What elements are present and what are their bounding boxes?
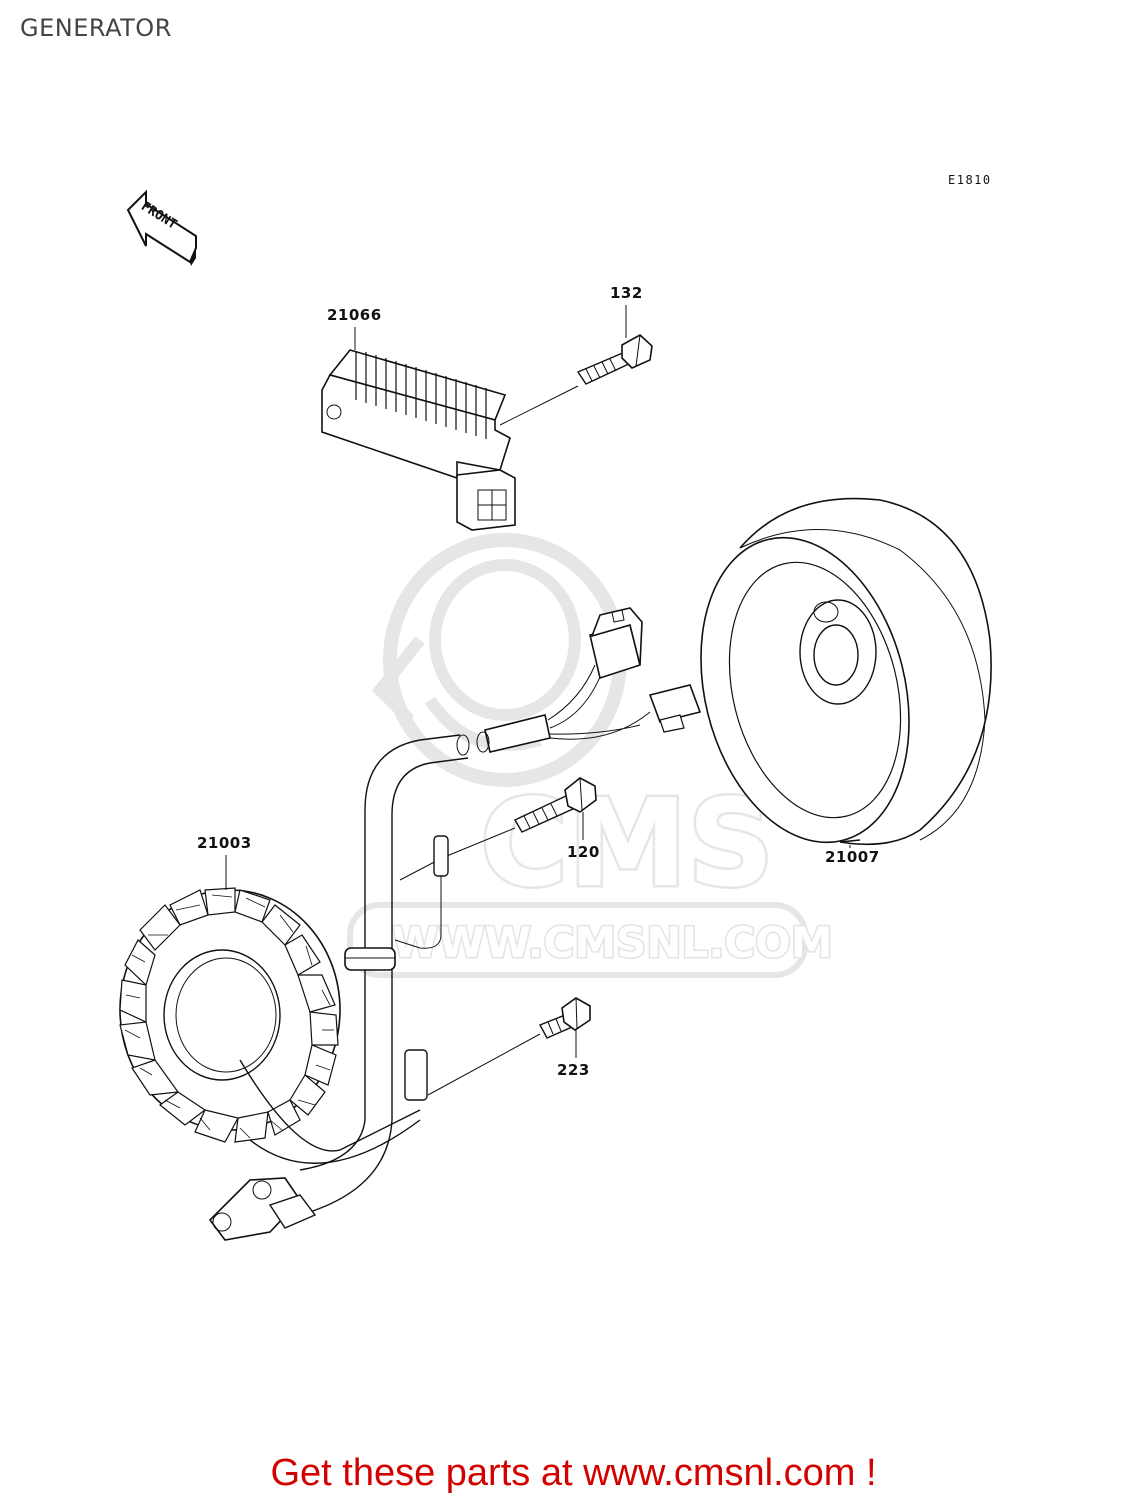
part-number-223: 223: [557, 1061, 590, 1079]
part-number-132: 132: [610, 284, 643, 302]
part-number-120: 120: [567, 843, 600, 861]
watermark-url: WWW.CMSNL.COM: [392, 918, 833, 967]
part-label-21007: 21007: [825, 845, 880, 866]
page-title: GENERATOR: [20, 14, 172, 42]
part-label-223: 223: [557, 1030, 590, 1079]
bolt-120-part: [399, 777, 597, 881]
part-label-21003: 21003: [197, 834, 252, 890]
front-arrow-icon: FRONT: [126, 189, 197, 266]
bolt-132-part: [499, 334, 653, 426]
stator-part: [119, 887, 428, 1241]
part-label-120: 120: [567, 812, 600, 861]
wiring-harness: [364, 607, 702, 1000]
part-number-21007: 21007: [825, 848, 880, 866]
rotor-part: [700, 497, 992, 846]
regulator-part: [321, 349, 516, 531]
diagram-code: E1810: [948, 173, 992, 187]
footer-link[interactable]: Get these parts at www.cmsnl.com !: [270, 1452, 877, 1494]
part-number-21066: 21066: [327, 306, 382, 324]
watermark-brand: CMS: [480, 775, 774, 914]
bolt-223-part: [427, 997, 591, 1096]
part-number-21003: 21003: [197, 834, 252, 852]
sensor-probe: [394, 835, 449, 949]
part-label-132: 132: [610, 284, 643, 338]
part-label-21066: 21066: [327, 306, 382, 350]
